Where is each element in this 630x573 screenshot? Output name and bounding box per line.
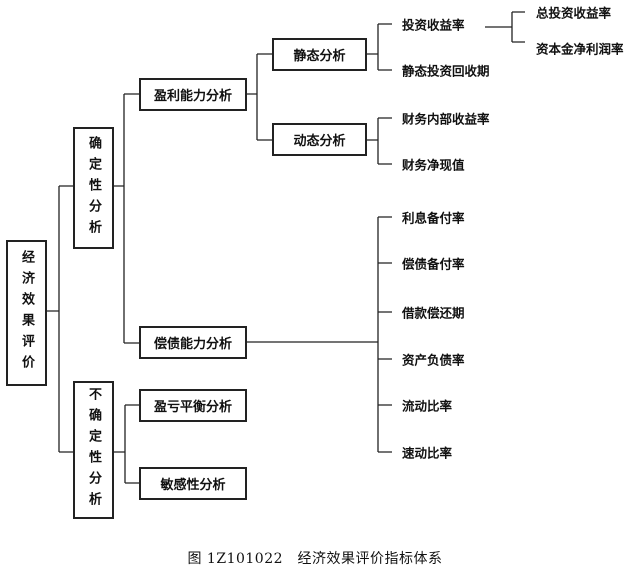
connector-root [46, 185, 73, 453]
connector-static [366, 23, 392, 71]
connector-dynamic [366, 117, 392, 165]
leaf-firr: 财务内部收益率 [402, 111, 490, 127]
leaf-interest-coverage: 利息备付率 [402, 210, 465, 226]
vertical-label: 确定性分析 [86, 135, 101, 241]
node-economic-evaluation: 经济效果评价 [6, 240, 47, 386]
node-dynamic-analysis: 动态分析 [272, 123, 367, 156]
connector-roi [485, 11, 525, 43]
leaf-static-payback: 静态投资回收期 [402, 63, 490, 79]
leaf-debt-service-coverage: 偿债备付率 [402, 256, 465, 272]
leaf-roi: 投资收益率 [402, 17, 465, 33]
node-label: 盈亏平衡分析 [153, 400, 232, 415]
leaf-current-ratio: 流动比率 [402, 398, 453, 414]
connector-uncertain [113, 404, 139, 484]
connector-certain [113, 93, 139, 344]
node-sensitivity-analysis: 敏感性分析 [139, 467, 247, 500]
node-profitability-analysis: 盈利能力分析 [139, 78, 247, 111]
node-breakeven-analysis: 盈亏平衡分析 [139, 389, 247, 422]
node-label: 静态分析 [293, 49, 346, 64]
leaf-fnpv: 财务净现值 [402, 157, 465, 173]
vertical-label: 不确定性分析 [86, 387, 101, 513]
node-certainty-analysis: 确定性分析 [73, 127, 114, 249]
figure-caption: 图 1Z101022 经济效果评价指标体系 [187, 551, 443, 567]
vertical-label: 经济效果评价 [19, 250, 34, 376]
leaf-debt-asset-ratio: 资产负债率 [402, 352, 465, 368]
leaf-loan-repayment-period: 借款偿还期 [402, 305, 465, 321]
node-label: 盈利能力分析 [153, 89, 232, 104]
node-uncertainty-analysis: 不确定性分析 [73, 381, 114, 519]
leaf-total-roi: 总投资收益率 [536, 5, 612, 21]
connector-profit [246, 53, 272, 141]
leaf-equity-net-profit-rate: 资本金净利润率 [536, 41, 624, 57]
node-static-analysis: 静态分析 [272, 38, 367, 71]
node-label: 偿债能力分析 [153, 337, 232, 352]
node-label: 敏感性分析 [160, 478, 226, 493]
leaf-quick-ratio: 速动比率 [402, 445, 453, 461]
node-label: 动态分析 [293, 134, 346, 149]
connector-solvency [246, 216, 392, 453]
node-solvency-analysis: 偿债能力分析 [139, 326, 247, 359]
